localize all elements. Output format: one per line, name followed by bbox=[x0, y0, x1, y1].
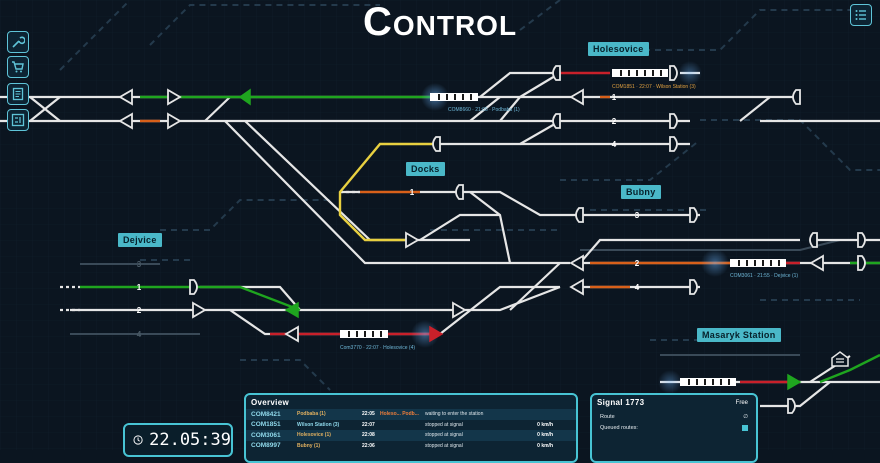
route-label: Route bbox=[600, 413, 615, 420]
train-origin: Bubny (1) bbox=[297, 442, 321, 449]
track-num-holesovice-3: 3 bbox=[612, 69, 617, 78]
cart-button[interactable] bbox=[7, 56, 29, 78]
signal-state: Free bbox=[735, 399, 748, 406]
menu-button[interactable] bbox=[850, 4, 872, 26]
wrench-button[interactable] bbox=[7, 31, 29, 53]
station-masaryk[interactable]: Masaryk Station bbox=[697, 328, 781, 342]
track-num-bubny-4: 4 bbox=[635, 283, 640, 292]
signal-panel: Signal 1773 Free Route ∅ Queued routes: bbox=[590, 393, 758, 463]
book-button[interactable] bbox=[7, 83, 29, 105]
schedule-button[interactable] bbox=[7, 109, 29, 131]
train-label-com1851: COM1851 · 22:07 · Wilson Station (3) bbox=[612, 84, 696, 90]
signal-title: Signal 1773 bbox=[597, 398, 645, 407]
train-speed: 0 km/h bbox=[537, 442, 553, 449]
track-num-bubny-2: 2 bbox=[635, 259, 640, 268]
track-num-holesovice-2: 2 bbox=[612, 117, 617, 126]
train-id: COM3061 bbox=[251, 431, 281, 439]
station-holesovice[interactable]: Holesovice bbox=[588, 42, 649, 56]
track-num-dejvice-4: 4 bbox=[137, 330, 142, 339]
station-docks[interactable]: Docks bbox=[406, 162, 445, 176]
table-row[interactable]: COM8997 Bubny (1) 22:06 stopped at signa… bbox=[246, 441, 576, 452]
train-id: COM8421 bbox=[251, 410, 281, 418]
train-departure: 22:07 bbox=[362, 421, 375, 428]
train-speed: 0 km/h bbox=[537, 432, 553, 439]
train-status: stopped at signal bbox=[425, 442, 463, 449]
track-num-holesovice-1: 1 bbox=[612, 93, 617, 102]
station-bubny[interactable]: Bubny bbox=[621, 185, 661, 199]
train-id: COM8997 bbox=[251, 442, 281, 450]
train-origin: Wilson Station (3) bbox=[297, 421, 340, 428]
train-status: stopped at signal bbox=[425, 432, 463, 439]
game-clock: 22.05:39 bbox=[123, 423, 233, 457]
wrench-icon bbox=[12, 36, 25, 48]
train-status: stopped at signal bbox=[425, 421, 463, 428]
table-row[interactable]: COM1851 Wilson Station (3) 22:07 stopped… bbox=[246, 420, 576, 431]
track-num-dejvice-3: 3 bbox=[137, 260, 142, 269]
train-speed: 0 km/h bbox=[537, 421, 553, 428]
track-num-docks-1: 1 bbox=[410, 188, 415, 197]
train-label-com8660: COM8660 · 21:05 · Podbaba (1) bbox=[448, 107, 520, 113]
book-icon bbox=[12, 87, 24, 101]
overview-panel: Overview COM8421 Podbaba (1) 22:05 Holes… bbox=[244, 393, 578, 463]
route-row: Route ∅ bbox=[592, 411, 756, 422]
station-building-icon[interactable] bbox=[830, 350, 850, 368]
page-title: Control bbox=[362, 0, 518, 44]
train-departure: 22:05 bbox=[362, 411, 375, 418]
train-origin: Holesovice (1) bbox=[297, 432, 331, 439]
schedule-icon bbox=[11, 113, 25, 127]
clock-icon bbox=[133, 435, 143, 445]
track-num-dejvice-1: 1 bbox=[137, 283, 142, 292]
queued-routes-checkbox[interactable] bbox=[742, 424, 748, 431]
table-row[interactable]: COM8421 Podbaba (1) 22:05 Holeso... Podb… bbox=[246, 409, 576, 420]
train-departure: 22:06 bbox=[362, 442, 375, 449]
train-departure: 22:08 bbox=[362, 432, 375, 439]
train-status: waiting to enter the station bbox=[425, 411, 484, 418]
route-value: ∅ bbox=[743, 413, 748, 420]
station-dejvice[interactable]: Dejvice bbox=[118, 233, 162, 247]
track-num-holesovice-4: 4 bbox=[612, 140, 617, 149]
table-row[interactable]: COM3061 Holesovice (1) 22:08 stopped at … bbox=[246, 430, 576, 441]
cart-icon bbox=[12, 61, 24, 73]
train-destination: Holeso... Podb... bbox=[380, 411, 419, 418]
train-id: COM1851 bbox=[251, 421, 281, 429]
queued-routes-label: Queued routes: bbox=[600, 424, 638, 431]
train-label-com3061: COM3061 · 21:55 · Dejvice (1) bbox=[730, 273, 798, 279]
clock-time: 22.05:39 bbox=[149, 430, 231, 450]
train-label-com3770: Com3770 · 22:07 · Holesovice (4) bbox=[340, 345, 415, 351]
list-icon bbox=[855, 10, 866, 20]
track-num-bubny-3: 3 bbox=[635, 211, 640, 220]
track-map: 3 1 2 4 1 3 2 4 3 1 2 4 COM8660 · 21:05 … bbox=[0, 0, 880, 450]
queued-routes-row: Queued routes: bbox=[592, 422, 756, 433]
track-num-dejvice-2: 2 bbox=[137, 306, 142, 315]
train-origin: Podbaba (1) bbox=[297, 411, 326, 418]
overview-title: Overview bbox=[251, 398, 289, 407]
